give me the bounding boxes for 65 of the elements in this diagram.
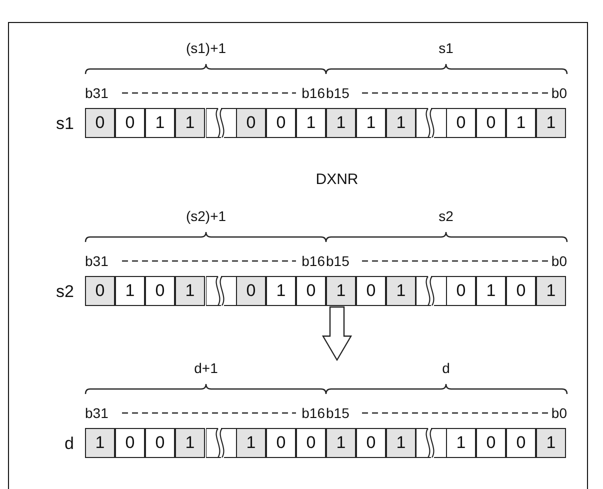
bit-cell: 0 — [85, 108, 115, 138]
bit-number: b0 — [551, 405, 567, 421]
bit-cell: 0 — [266, 428, 296, 458]
bit-cell: 0 — [506, 276, 536, 306]
bit-cell: 1 — [175, 428, 205, 458]
bit-number: b0 — [551, 253, 567, 269]
bit-cell: 1 — [236, 428, 266, 458]
bit-cell: 0 — [115, 108, 145, 138]
bit-cell: 0 — [446, 108, 476, 138]
bit-cell: 1 — [326, 428, 356, 458]
bit-cell: 0 — [115, 428, 145, 458]
bit-number: b15 — [326, 85, 350, 101]
bit-cell: 0 — [145, 276, 175, 306]
word-label: s2 — [438, 208, 454, 224]
bit-cell: 1 — [115, 276, 145, 306]
bit-number: b15 — [326, 253, 350, 269]
bit-cell: 1 — [85, 428, 115, 458]
bit-cell: 0 — [236, 276, 266, 306]
bit-cell: 0 — [266, 108, 296, 138]
word-label: s1 — [438, 40, 454, 56]
bit-cell: 0 — [296, 276, 326, 306]
word-label: d — [441, 360, 451, 376]
bit-cell: 1 — [506, 108, 536, 138]
bit-cell: 1 — [266, 276, 296, 306]
bit-cell: 1 — [386, 428, 416, 458]
bit-number: b0 — [551, 85, 567, 101]
hollow-arrow — [322, 306, 352, 362]
bit-number: b15 — [326, 405, 350, 421]
bit-cell: 0 — [85, 276, 115, 306]
bit-cell: 1 — [296, 108, 326, 138]
bit-cell: 0 — [356, 428, 386, 458]
bit-cell: 1 — [446, 428, 476, 458]
register-name: s1 — [55, 114, 74, 134]
word-label: (s1)+1 — [184, 40, 228, 56]
bit-cell: 1 — [326, 276, 356, 306]
bit-cell: 0 — [296, 428, 326, 458]
bit-number: b16 — [302, 85, 325, 101]
bit-cell: 1 — [326, 108, 356, 138]
register-name: s2 — [55, 282, 74, 302]
word-label: d+1 — [193, 360, 219, 376]
word-label: (s2)+1 — [184, 208, 228, 224]
bit-cell: 1 — [536, 276, 566, 306]
bit-number: b16 — [302, 405, 325, 421]
bit-cell: 0 — [476, 108, 506, 138]
bit-cell: 1 — [386, 108, 416, 138]
bit-cell: 1 — [536, 108, 566, 138]
bit-number: b31 — [85, 85, 108, 101]
bit-cell: 0 — [236, 108, 266, 138]
bit-cell: 1 — [356, 108, 386, 138]
bit-cell: 0 — [145, 428, 175, 458]
bit-cell: 1 — [175, 276, 205, 306]
bit-cell: 0 — [506, 428, 536, 458]
bit-cell: 1 — [175, 108, 205, 138]
bit-cell: 1 — [145, 108, 175, 138]
bit-number: b31 — [85, 405, 108, 421]
bit-cell: 0 — [356, 276, 386, 306]
bit-cell: 1 — [386, 276, 416, 306]
instruction-name: DXNR — [314, 172, 360, 188]
bit-cell: 0 — [476, 428, 506, 458]
bit-cell: 1 — [476, 276, 506, 306]
bit-number: b16 — [302, 253, 325, 269]
register-name: d — [64, 434, 74, 454]
bit-cell: 1 — [536, 428, 566, 458]
bit-cell: 0 — [446, 276, 476, 306]
bit-number: b31 — [85, 253, 108, 269]
